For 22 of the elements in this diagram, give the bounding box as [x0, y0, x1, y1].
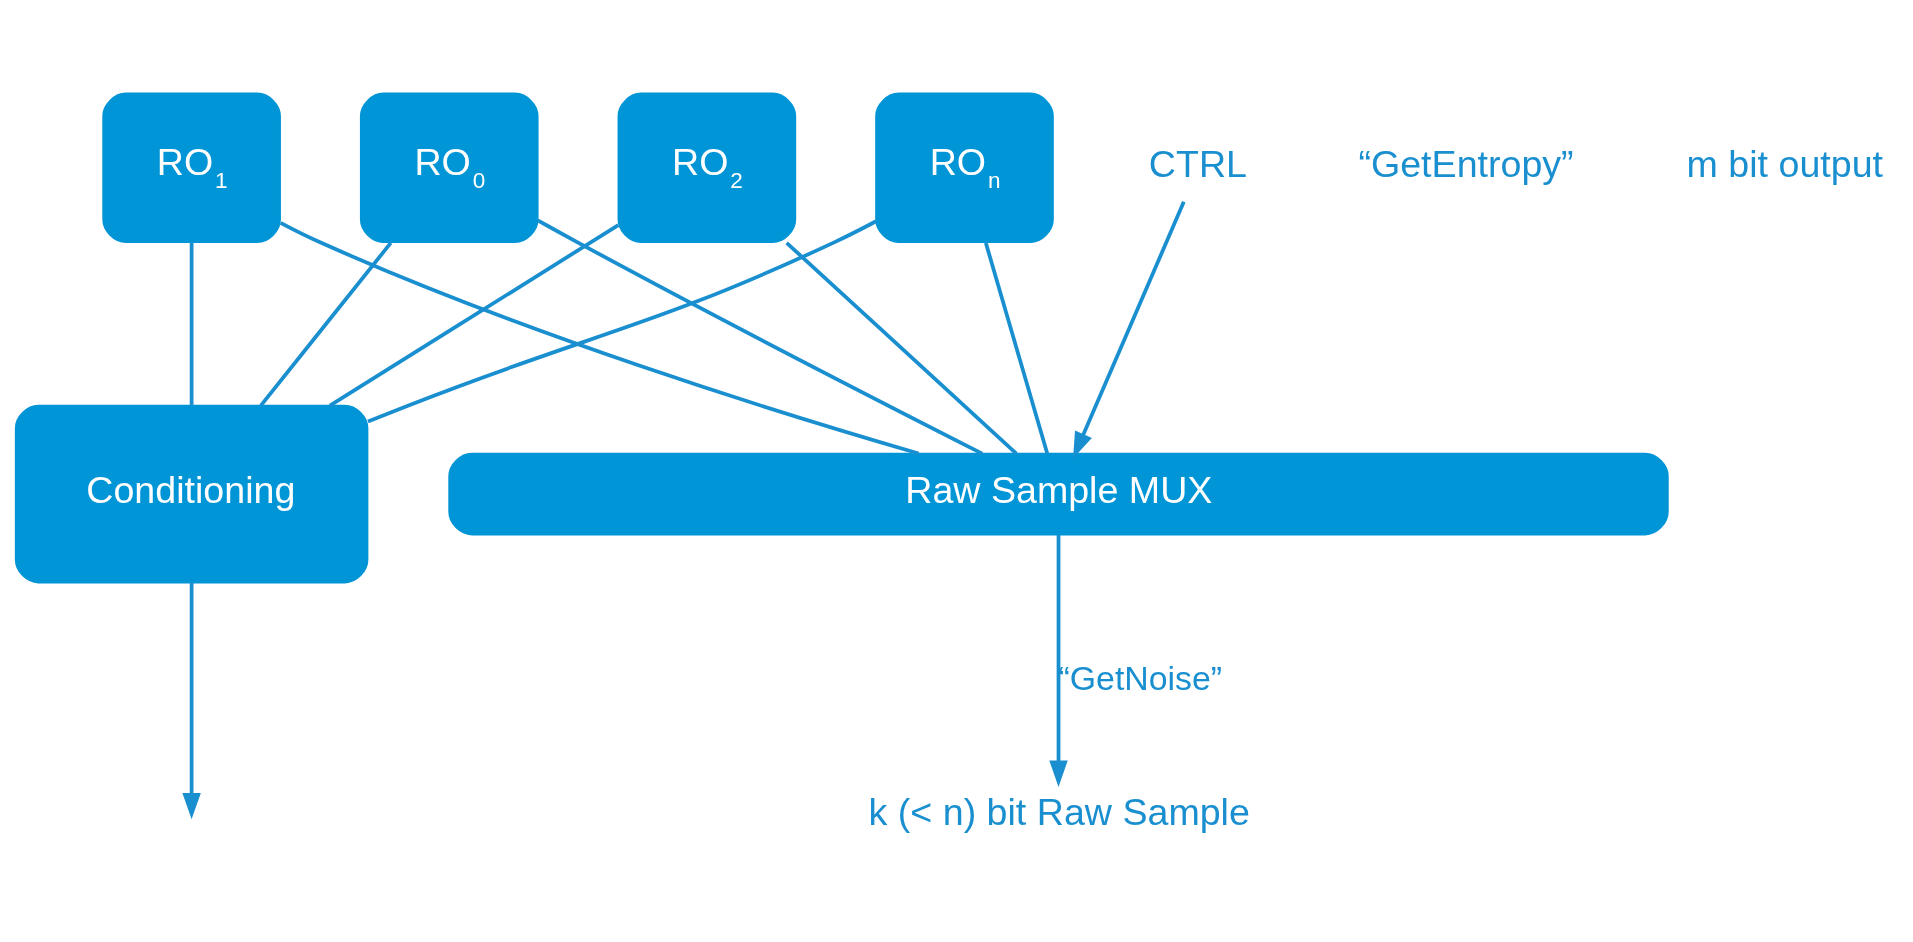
- connector: [984, 241, 1050, 454]
- node-text: k (< n) bit Raw Sample: [868, 790, 1250, 833]
- node-box: RO$_{0}$: [359, 92, 539, 243]
- connector: [328, 223, 620, 407]
- connector: [367, 219, 877, 423]
- edge-label: “GetNoise”: [1058, 658, 1223, 697]
- arrow: [182, 582, 201, 819]
- node-text: CTRL: [1148, 142, 1247, 185]
- node-box: Conditioning: [14, 404, 369, 583]
- connector: [279, 220, 920, 455]
- label: “GetEntropy”: [1358, 142, 1574, 185]
- node-box: RO$_{1}$: [102, 92, 281, 243]
- connector: [189, 242, 194, 406]
- connector: [536, 218, 984, 455]
- node-box: RO$_{2}$: [617, 92, 797, 243]
- node-box: Raw Sample MUX: [448, 452, 1669, 535]
- label: m bit output: [1686, 142, 1884, 185]
- arrow: [1073, 200, 1186, 458]
- connector: [785, 241, 1018, 455]
- node-box: RO$_{n}$: [875, 92, 1054, 243]
- arrow: [1049, 534, 1068, 787]
- connector: [259, 241, 393, 407]
